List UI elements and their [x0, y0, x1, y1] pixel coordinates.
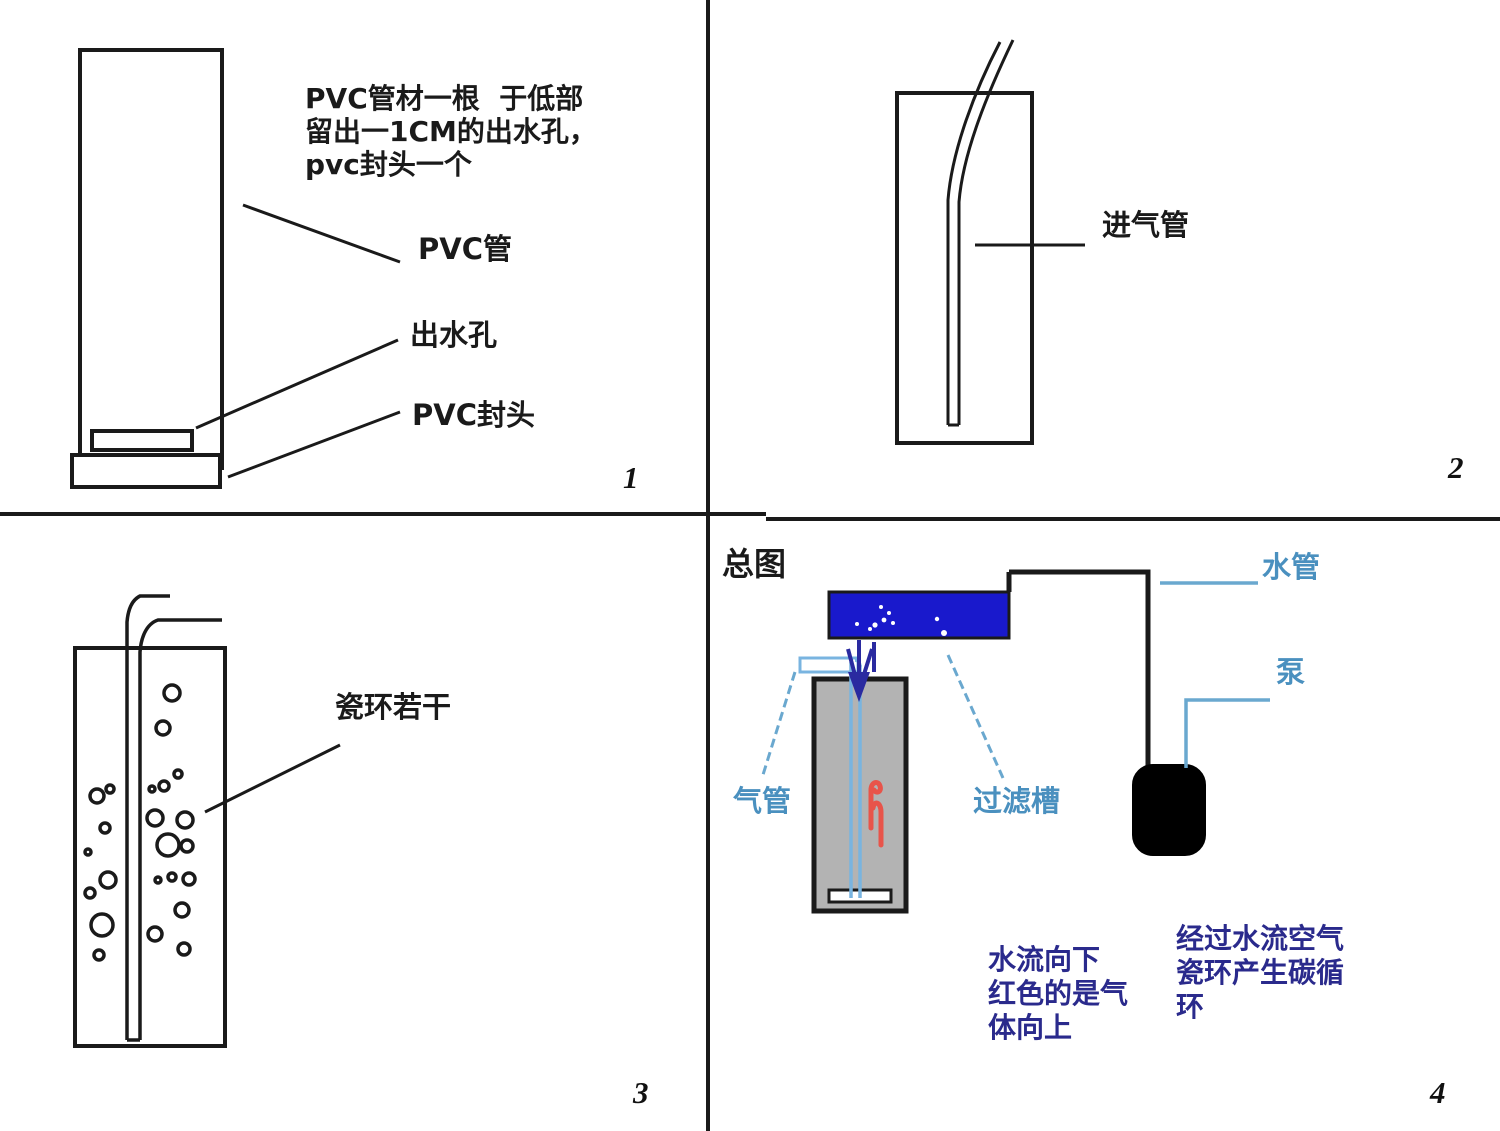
label-air-pipe: 气管	[733, 784, 792, 818]
label-pvc-pipe: PVC管	[418, 232, 512, 266]
label-water-outlet-hole: 出水孔	[410, 318, 498, 352]
pvc-pipe-body	[78, 48, 224, 470]
label-pump: 泵	[1276, 655, 1306, 689]
panel-2-air-inlet-drawing	[895, 39, 1085, 445]
air-inlet-tube-outer	[946, 41, 1002, 425]
panel-number-4: 4	[1430, 1075, 1446, 1110]
panel-number-3: 3	[633, 1075, 649, 1110]
leader-end-cap	[227, 410, 401, 479]
leader-air-pipe	[760, 671, 797, 779]
label-air-inlet-pipe: 进气管	[1102, 208, 1190, 242]
water-outlet-slot	[90, 429, 194, 452]
panel-3-ceramic-rings-drawing	[73, 594, 341, 1048]
ceramic-ring-cluster-right	[145, 683, 197, 957]
note-flow-direction: 水流向下 红色的是气 体向上	[988, 943, 1129, 1045]
pvc-end-cap-shape	[70, 453, 222, 489]
trough-water-dots	[855, 605, 947, 636]
filter-trough-body	[827, 590, 1011, 640]
panel-1-note: PVC管材一根 于低部 留出一1CM的出水孔， pvc封头一个	[305, 82, 597, 182]
water-pipe-line	[1009, 569, 1151, 772]
ceramic-ring-cluster-left	[83, 783, 118, 962]
pipe-body-panel2	[895, 91, 1034, 445]
gas-rising-arrows	[868, 780, 884, 848]
label-ceramic-rings: 瓷环若干	[335, 690, 452, 724]
label-water-pipe: 水管	[1262, 550, 1321, 584]
inner-tube-right	[138, 618, 222, 1040]
panel-4-overall-drawing	[760, 569, 1270, 914]
leader-water-outlet	[195, 338, 399, 430]
panel-number-2: 2	[1448, 450, 1464, 485]
panel-number-1: 1	[623, 460, 639, 495]
leader-pump	[1184, 698, 1270, 768]
inner-tube-left	[125, 594, 170, 1040]
leader-pvc-pipe	[242, 203, 401, 264]
pump-body	[1132, 764, 1206, 856]
panel-4-title: 总图	[722, 545, 787, 583]
panel-1-pvc-pipe-drawing	[70, 48, 401, 489]
leader-ceramic-rings	[204, 743, 341, 814]
air-inlet-tube-inner	[957, 39, 1015, 425]
water-flow-arrowhead	[848, 672, 870, 702]
note-carbon-cycle: 经过水流空气 瓷环产生碳循 环	[1176, 922, 1345, 1024]
pipe-body-panel3	[73, 646, 227, 1048]
label-pvc-end-cap: PVC封头	[412, 398, 535, 432]
leader-filter-trough	[946, 654, 1005, 779]
label-filter-trough: 过滤槽	[973, 784, 1061, 818]
